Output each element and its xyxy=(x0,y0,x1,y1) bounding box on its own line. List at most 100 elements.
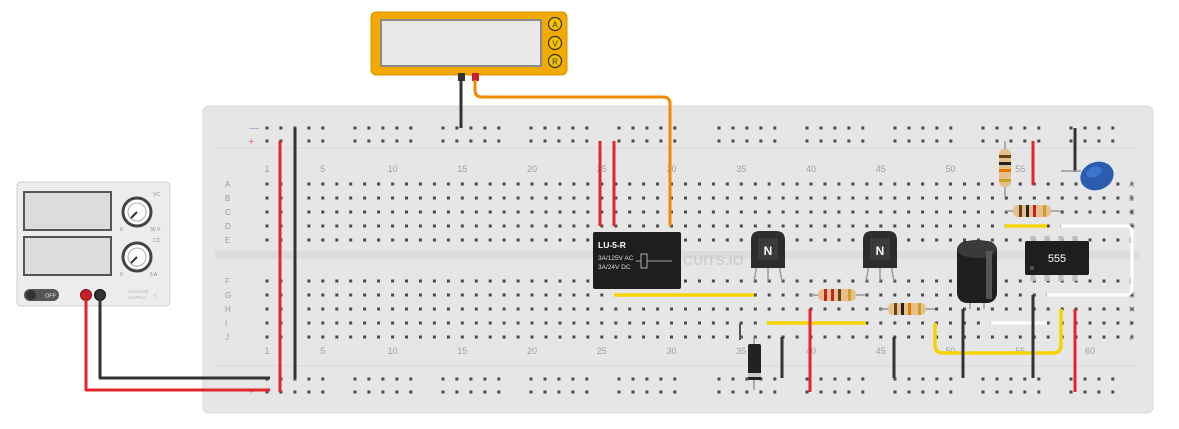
rail-hole[interactable] xyxy=(659,390,663,394)
breadboard-hole[interactable] xyxy=(781,279,785,283)
breadboard-hole[interactable] xyxy=(349,335,353,339)
breadboard-hole[interactable] xyxy=(865,210,869,214)
rail-hole[interactable] xyxy=(455,139,459,143)
breadboard-hole[interactable] xyxy=(753,307,757,311)
breadboard-hole[interactable] xyxy=(1088,210,1092,214)
breadboard-hole[interactable] xyxy=(516,279,520,283)
breadboard-hole[interactable] xyxy=(614,335,618,339)
breadboard-hole[interactable] xyxy=(935,196,939,200)
breadboard-hole[interactable] xyxy=(544,307,548,311)
breadboard-hole[interactable] xyxy=(628,182,632,186)
breadboard-hole[interactable] xyxy=(963,238,966,242)
breadboard-hole[interactable] xyxy=(656,224,660,228)
breadboard-hole[interactable] xyxy=(600,182,604,186)
breadboard-hole[interactable] xyxy=(963,182,966,186)
breadboard-hole[interactable] xyxy=(907,279,911,283)
breadboard-hole[interactable] xyxy=(739,238,743,242)
breadboard-hole[interactable] xyxy=(949,224,952,228)
mode-a-button[interactable]: A xyxy=(547,16,563,32)
breadboard-hole[interactable] xyxy=(781,224,785,228)
rail-hole[interactable] xyxy=(949,126,953,130)
breadboard-hole[interactable] xyxy=(1018,335,1022,339)
rail-hole[interactable] xyxy=(805,126,809,130)
breadboard-hole[interactable] xyxy=(990,224,994,228)
breadboard-hole[interactable] xyxy=(474,196,478,200)
breadboard-hole[interactable] xyxy=(391,238,395,242)
breadboard-hole[interactable] xyxy=(795,182,799,186)
rail-hole[interactable] xyxy=(847,390,851,394)
breadboard-hole[interactable] xyxy=(488,307,492,311)
breadboard-hole[interactable] xyxy=(418,224,422,228)
rail-hole[interactable] xyxy=(995,390,999,394)
rail-hole[interactable] xyxy=(1037,390,1041,394)
rail-hole[interactable] xyxy=(1083,377,1087,381)
breadboard-hole[interactable] xyxy=(335,335,339,339)
breadboard-hole[interactable] xyxy=(530,279,534,283)
breadboard-hole[interactable] xyxy=(1130,307,1134,311)
rail-hole[interactable] xyxy=(353,139,357,143)
breadboard-hole[interactable] xyxy=(711,182,715,186)
breadboard-hole[interactable] xyxy=(516,307,520,311)
breadboard-hole[interactable] xyxy=(544,210,548,214)
breadboard-hole[interactable] xyxy=(391,224,395,228)
breadboard-hole[interactable] xyxy=(1074,210,1078,214)
rail-hole[interactable] xyxy=(673,126,677,130)
breadboard-hole[interactable] xyxy=(544,293,548,297)
breadboard-hole[interactable] xyxy=(753,182,757,186)
breadboard-hole[interactable] xyxy=(1004,196,1008,200)
resistor-2[interactable] xyxy=(880,303,935,315)
relay[interactable]: LU-5-R 3A/125V AC 3A/24V DC xyxy=(593,232,681,289)
breadboard-hole[interactable] xyxy=(432,335,436,339)
breadboard-hole[interactable] xyxy=(516,196,520,200)
breadboard-hole[interactable] xyxy=(1060,182,1064,186)
breadboard-hole[interactable] xyxy=(642,335,646,339)
rail-hole[interactable] xyxy=(861,139,865,143)
rail-hole[interactable] xyxy=(321,377,325,381)
breadboard-hole[interactable] xyxy=(544,224,548,228)
breadboard-hole[interactable] xyxy=(1130,224,1134,228)
breadboard-hole[interactable] xyxy=(1116,238,1120,242)
breadboard-hole[interactable] xyxy=(949,182,952,186)
breadboard-hole[interactable] xyxy=(628,335,632,339)
rail-hole[interactable] xyxy=(949,139,953,143)
breadboard-hole[interactable] xyxy=(418,238,422,242)
wires[interactable] xyxy=(84,80,1134,392)
rail-hole[interactable] xyxy=(805,377,809,381)
breadboard-hole[interactable] xyxy=(335,210,339,214)
breadboard-hole[interactable] xyxy=(516,210,520,214)
breadboard-hole[interactable] xyxy=(377,238,381,242)
breadboard-hole[interactable] xyxy=(265,196,269,200)
breadboard-hole[interactable] xyxy=(893,182,897,186)
rail-hole[interactable] xyxy=(441,377,445,381)
breadboard-hole[interactable] xyxy=(446,224,450,228)
breadboard-hole[interactable] xyxy=(711,321,715,325)
rail-hole[interactable] xyxy=(1037,139,1041,143)
rail-hole[interactable] xyxy=(833,377,837,381)
breadboard-hole[interactable] xyxy=(377,321,381,325)
rail-hole[interactable] xyxy=(745,377,749,381)
rail-hole[interactable] xyxy=(617,139,621,143)
breadboard-hole[interactable] xyxy=(516,224,520,228)
breadboard-hole[interactable] xyxy=(851,238,855,242)
rail-hole[interactable] xyxy=(1009,390,1013,394)
breadboard-hole[interactable] xyxy=(1060,210,1064,214)
breadboard-hole[interactable] xyxy=(698,335,701,339)
breadboard-hole[interactable] xyxy=(739,307,743,311)
rail-hole[interactable] xyxy=(293,377,297,381)
breadboard-hole[interactable] xyxy=(935,224,939,228)
breadboard-hole[interactable] xyxy=(530,293,534,297)
breadboard-hole[interactable] xyxy=(879,335,883,339)
breadboard-hole[interactable] xyxy=(1018,279,1022,283)
rail-hole[interactable] xyxy=(819,377,823,381)
breadboard-hole[interactable] xyxy=(474,293,478,297)
breadboard-hole[interactable] xyxy=(711,279,715,283)
breadboard-hole[interactable] xyxy=(879,196,883,200)
breadboard-hole[interactable] xyxy=(460,321,464,325)
breadboard-hole[interactable] xyxy=(642,224,646,228)
rail-hole[interactable] xyxy=(367,377,371,381)
breadboard-hole[interactable] xyxy=(879,182,883,186)
rail-hole[interactable] xyxy=(367,139,371,143)
breadboard-hole[interactable] xyxy=(1102,307,1106,311)
breadboard-hole[interactable] xyxy=(391,196,395,200)
breadboard-hole[interactable] xyxy=(432,279,436,283)
